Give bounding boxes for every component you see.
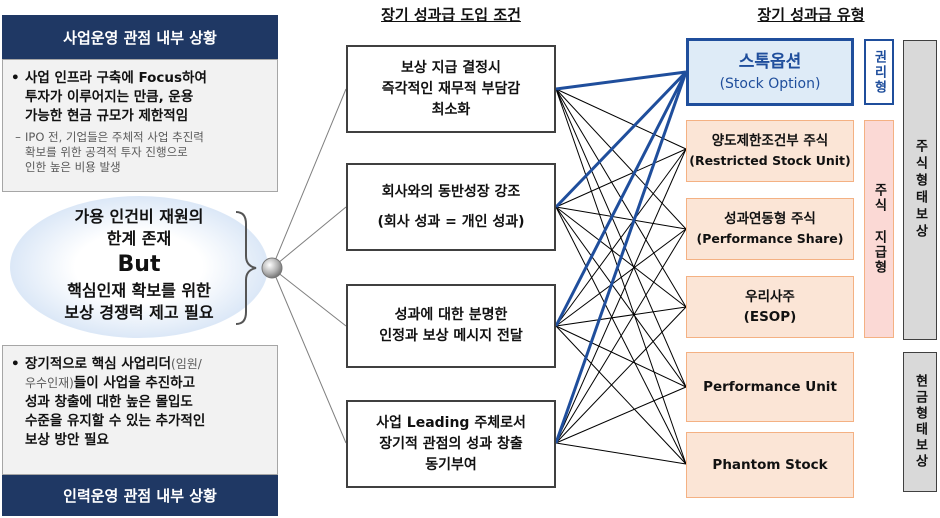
- bottom-context-box: • 장기적으로 핵심 사업리더(임원/ 우수인재)들이 사업을 추진하고 성과 …: [2, 345, 278, 475]
- thin-connections: [555, 88, 687, 465]
- type-line: Performance Unit: [703, 379, 837, 395]
- type-line: (ESOP): [743, 309, 797, 325]
- type-box: 양도제한조건부 주식 (Restricted Stock Unit): [686, 120, 854, 182]
- condition-line: 성과에 대한 분명한: [394, 307, 508, 323]
- bottom-bullet-bold: 들이 사업을 추진하고: [73, 375, 196, 391]
- bottom-bullet-line: 성과 창출에 대한 높은 몰입도: [25, 394, 193, 410]
- condition-line: 장기적 관점의 성과 창출: [379, 435, 523, 452]
- type-line: 양도제한조건부 주식: [711, 133, 829, 149]
- condition-box: 보상 지급 결정시 즉각적인 재무적 부담감 최소화: [346, 45, 556, 133]
- type-line: (Restricted Stock Unit): [689, 153, 851, 168]
- condition-box: 회사와의 동반성장 강조 (회사 성과 = 개인 성과): [346, 163, 556, 251]
- top-bullet-line: 투자가 이루어지는 만큼, 운용: [25, 89, 194, 105]
- bottom-bullet: • 장기적으로 핵심 사업리더(임원/ 우수인재)들이 사업을 추진하고 성과 …: [11, 356, 206, 448]
- top-bullet-line: 사업 인프라 구축에 Focus하여: [25, 70, 207, 86]
- type-line: (Performance Share): [696, 231, 844, 246]
- top-bullet-line: 가능한 현금 규모가 제한적임: [25, 108, 189, 124]
- top-sub-line: 인한 높은 비용 발생: [25, 160, 121, 174]
- bottom-context-header-text: 인력운영 관점 내부 상황: [63, 487, 217, 505]
- group-cash-form-label: 현금형태보상: [903, 352, 937, 492]
- center-line: 핵심인재 확보를 위한: [67, 281, 211, 300]
- connector-sphere: [261, 257, 283, 279]
- type-line: Phantom Stock: [712, 457, 828, 473]
- stock-option-box: 스톡옵션 (Stock Option): [686, 38, 854, 106]
- center-line: 가용 인건비 재원의: [74, 207, 204, 226]
- group-stock-form-label: 주식형태보상: [903, 40, 937, 340]
- bottom-bullet-line: 보상 방안 필요: [25, 432, 109, 448]
- type-line: 성과연동형 주식: [724, 211, 816, 227]
- center-statement: 가용 인건비 재원의 한계 존재 But 핵심인재 확보를 위한 보상 경쟁력 …: [10, 206, 268, 324]
- condition-line: 동기부여: [425, 456, 477, 473]
- center-but: But: [117, 252, 161, 277]
- center-line: 보상 경쟁력 제고 필요: [64, 303, 214, 322]
- top-context-header-text: 사업운영 관점 내부 상황: [63, 28, 217, 47]
- type-box: 성과연동형 주식 (Performance Share): [686, 198, 854, 260]
- conditions-title: 장기 성과급 도입 조건: [381, 6, 521, 24]
- condition-box: 사업 Leading 주체로서 장기적 관점의 성과 창출 동기부여: [346, 400, 556, 488]
- group-stock-label: 주식 지급형: [864, 120, 894, 338]
- top-bullet: • 사업 인프라 구축에 Focus하여 투자가 이루어지는 만큼, 운용 가능…: [11, 70, 207, 124]
- bottom-bullet-bold: 장기적으로 핵심 사업리더: [25, 356, 172, 372]
- bottom-bullet-light: (임원/: [171, 357, 202, 371]
- curly-brace: [235, 211, 257, 325]
- group-right-label: 권리형: [864, 39, 894, 105]
- center-glow-ellipse: [10, 196, 268, 338]
- condition-line: 보상 지급 결정시: [401, 59, 501, 76]
- top-context-box: • 사업 인프라 구축에 Focus하여 투자가 이루어지는 만큼, 운용 가능…: [2, 59, 278, 192]
- types-title: 장기 성과급 유형: [757, 6, 865, 24]
- condition-line: 즉각적인 재무적 부담감: [381, 80, 521, 97]
- type-box: 우리사주 (ESOP): [686, 276, 854, 338]
- stock-option-main: 스톡옵션: [738, 52, 802, 72]
- bottom-bullet-line: 수준을 유지할 수 있는 추가적인: [25, 413, 206, 429]
- condition-line: 사업 Leading 주체로서: [376, 414, 526, 431]
- type-box: Performance Unit: [686, 352, 854, 422]
- type-box: Phantom Stock: [686, 432, 854, 498]
- highlight-connections: [554, 70, 688, 444]
- fan-lines: [271, 88, 347, 444]
- top-sub-line: IPO 전, 기업들은 주체적 사업 추진력: [25, 130, 204, 144]
- bottom-context-header: 인력운영 관점 내부 상황: [2, 475, 278, 516]
- center-line: 한계 존재: [106, 229, 172, 248]
- type-line: 우리사주: [745, 289, 795, 305]
- condition-line: 인정과 보상 메시지 전달: [379, 328, 523, 344]
- top-sub-bullet: – IPO 전, 기업들은 주체적 사업 추진력 확보를 위한 공격적 투자 진…: [15, 130, 204, 174]
- condition-line: (회사 성과 = 개인 성과): [377, 214, 525, 230]
- condition-line: 최소화: [431, 101, 471, 118]
- top-context-header: 사업운영 관점 내부 상황: [2, 15, 278, 59]
- bottom-bullet-light: 우수인재): [25, 376, 74, 390]
- stock-option-sub: (Stock Option): [719, 76, 821, 92]
- condition-box: 성과에 대한 분명한 인정과 보상 메시지 전달: [346, 284, 556, 368]
- top-sub-line: 확보를 위한 공격적 투자 진행으로: [25, 145, 188, 159]
- condition-line: 회사와의 동반성장 강조: [381, 184, 521, 200]
